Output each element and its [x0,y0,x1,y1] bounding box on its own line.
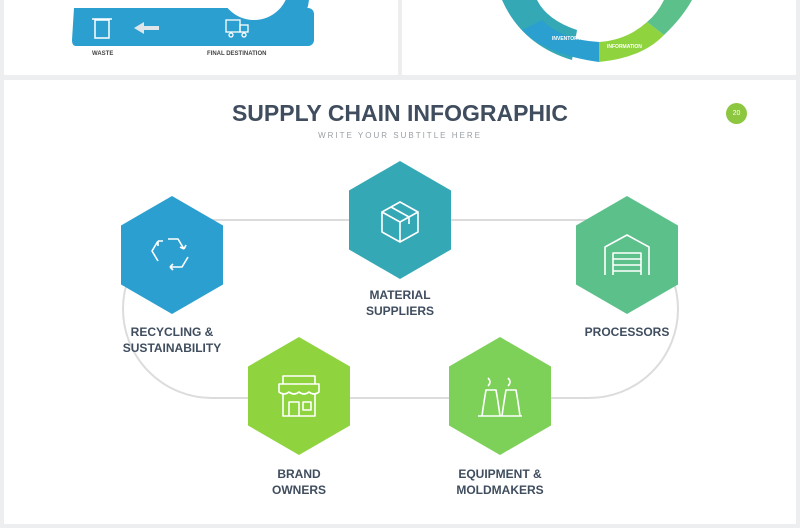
label-inventory: INVENTORY [552,36,582,42]
truck-icon [225,19,249,38]
cycle-diagram: INVENTORY INFORMATION [502,0,692,62]
node-hexagon [349,161,451,279]
hexagon-shape [349,161,451,279]
hexagon-shape [121,196,223,314]
label-waste: WASTE [92,51,114,57]
node-label-recycling: RECYCLING &SUSTAINABILITY [122,325,222,355]
hexagon-shape [248,337,350,455]
factory-icon [478,377,522,417]
hexagon-shape [449,337,551,455]
label-information: INFORMATION [607,44,642,50]
node-hexagon [449,337,551,455]
arrow-icon [134,22,159,34]
slide-main [4,80,796,524]
node-label-processors: PROCESSORS [584,325,670,339]
node-hexagon [248,337,350,455]
node-label-equipment: EQUIPMENT &MOLDMAKERS [456,467,544,497]
hexagon-shape [576,196,678,314]
label-final-destination: FINAL DESTINATION [207,51,267,57]
warehouse-icon [604,234,650,275]
waste-diagram [72,0,314,46]
previous-slide-right[interactable]: INVENTORY INFORMATION [402,0,796,75]
trash-icon [92,18,112,39]
page-number-badge: 20 [726,103,747,124]
recycle-icon [151,238,189,271]
node-hexagon [576,196,678,314]
node-hexagon [121,196,223,314]
box-icon [381,201,419,243]
store-icon [278,375,320,417]
previous-slide-left[interactable]: WASTE FINAL DESTINATION [4,0,398,75]
slide-title: SUPPLY CHAIN INFOGRAPHIC [231,100,569,126]
slide-subtitle: WRITE YOUR SUBTITLE HERE [318,131,482,140]
